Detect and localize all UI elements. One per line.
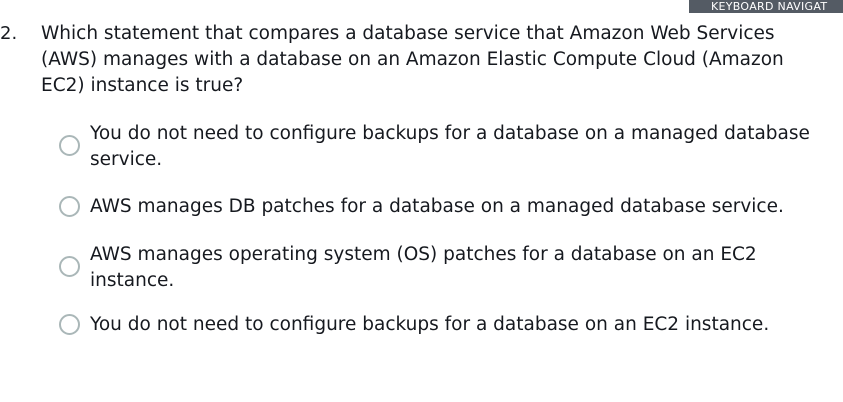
question-number: 2. [0,23,18,44]
radio-button[interactable] [59,196,80,217]
keyboard-navigation-banner[interactable]: KEYBOARD NAVIGAT [689,0,843,13]
radio-button[interactable] [59,135,80,156]
radio-button[interactable] [59,314,80,335]
answer-option-label: You do not need to configure backups for… [90,314,770,335]
radio-button[interactable] [59,256,80,277]
answer-option-label: AWS manages DB patches for a database on… [90,196,784,217]
answer-option-label: AWS manages operating system (OS) patche… [90,244,757,291]
answer-option-label: You do not need to configure backups for… [90,123,810,170]
question-text: Which statement that compares a database… [41,23,784,96]
